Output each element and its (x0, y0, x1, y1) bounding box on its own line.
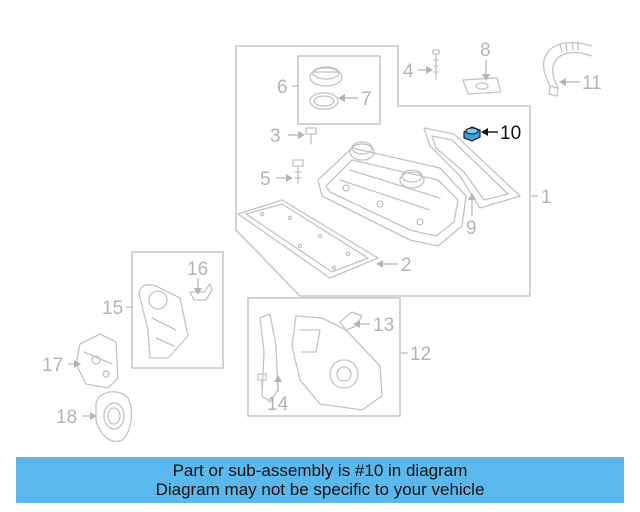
oil-cap-group-frame (297, 55, 381, 125)
vent-gasket (462, 77, 502, 95)
vent-valve-highlighted (463, 126, 481, 142)
callout-11: 11 (582, 73, 602, 94)
leader-arrow-13 (353, 320, 360, 328)
callout-14: 14 (267, 394, 289, 415)
leader-arrow-14 (274, 375, 282, 382)
valve-cover-gasket (237, 199, 379, 279)
cover-bracket (189, 283, 213, 301)
callout-13: 13 (373, 315, 394, 336)
leader-arrow-11 (559, 78, 566, 86)
parts-diagram: 1 2 3 4 5 6 7 8 9 10 11 12 13 14 15 16 1… (42, 40, 602, 443)
callout-1: 1 (541, 187, 552, 208)
leader-arrow-4 (426, 66, 433, 74)
upper-timing-cover (138, 284, 189, 359)
leader-arrow-5 (286, 174, 293, 182)
lower-timing-cover (291, 315, 383, 411)
valve-cover (317, 141, 467, 247)
leader-arrow-2 (376, 260, 383, 268)
leader-arrow-17 (74, 360, 81, 368)
oil-filler-cap (309, 66, 343, 87)
lower-timing-cover-frame (247, 297, 401, 417)
banner-line-disclaimer: Diagram may not be specific to your vehi… (155, 480, 485, 499)
part-info-banner: Part or sub-assembly is #10 in diagram D… (16, 457, 624, 503)
cover-trim-panel (423, 127, 521, 209)
leader-arrow-18 (90, 412, 97, 420)
callout-15: 15 (102, 298, 123, 319)
callout-7: 7 (361, 89, 372, 110)
leader-arrow-3 (298, 131, 305, 139)
leader-arrow-7 (338, 94, 345, 102)
callout-17: 17 (42, 355, 63, 376)
upper-timing-cover-frame (131, 251, 224, 369)
stud-bolt (432, 49, 440, 81)
callout-12: 12 (410, 344, 431, 365)
breather-hose (542, 41, 593, 97)
leader-arrow-8 (482, 74, 490, 81)
cover-bolt-3 (305, 127, 317, 145)
callout-16: 16 (187, 259, 208, 280)
cap-seal-ring (309, 92, 339, 110)
callout-3: 3 (270, 126, 281, 147)
timing-cover-lower-front (75, 333, 119, 389)
callout-4: 4 (403, 61, 414, 82)
callout-6: 6 (277, 77, 288, 98)
callout-10: 10 (500, 123, 521, 144)
callout-9: 9 (466, 218, 477, 239)
callout-5: 5 (260, 169, 271, 190)
banner-line-part: Part or sub-assembly is #10 in diagram (172, 461, 468, 480)
callout-8: 8 (480, 40, 491, 61)
leader-arrow-9 (468, 193, 476, 200)
callout-2: 2 (401, 255, 412, 276)
valve-cover-group-frame (235, 45, 531, 297)
leader-arrow-10 (481, 128, 488, 136)
callout-18: 18 (56, 407, 77, 428)
lower-cover-seal (257, 313, 279, 403)
leader-arrow-16 (194, 288, 202, 295)
crankshaft-seal-cover (95, 391, 133, 443)
cover-bolt-5 (292, 159, 304, 185)
